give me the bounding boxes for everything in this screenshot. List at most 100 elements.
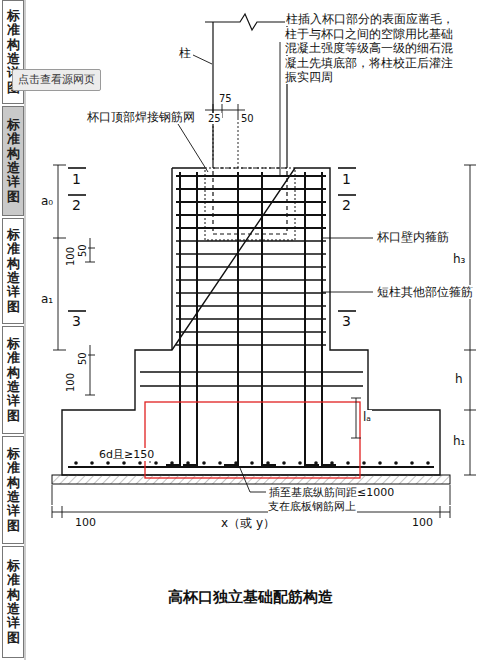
dimension: h₃ <box>452 252 466 266</box>
section-mark: 2 <box>71 197 82 214</box>
mesh-bar <box>410 461 414 465</box>
label-text: 100 <box>74 516 97 529</box>
stirrup <box>176 318 326 319</box>
dimension: 25 <box>207 112 222 125</box>
label-text: 1 <box>341 171 352 187</box>
stirrup <box>176 227 326 229</box>
sidebar-edge <box>25 0 26 660</box>
label-text: 2 <box>71 197 82 213</box>
label-text: h₃ <box>452 252 466 266</box>
tab-label: 标准构造详图 <box>7 337 20 423</box>
stirrup <box>176 201 326 203</box>
stirrup <box>176 253 326 254</box>
label-text: 75 <box>218 93 233 104</box>
label-text: 100 <box>411 516 434 529</box>
stirrup <box>176 279 326 280</box>
pedestal-edge <box>171 168 172 350</box>
label-text: lₐ <box>362 410 372 424</box>
label-text: 杯口顶部焊接钢筋网 <box>86 110 196 124</box>
section-mark: 3 <box>341 313 352 330</box>
label-text: 短柱其他部位箍筋 <box>376 285 474 299</box>
section-mark: 3 <box>71 313 82 330</box>
construction-note: 柱插入杯口部分的表面应凿毛，柱于与杯口之间的空隙用比基础混凝土强度等级高一级的细… <box>285 12 457 85</box>
stirrup <box>176 240 326 241</box>
callout: 短柱其他部位箍筋 <box>376 285 474 299</box>
mesh-bar <box>170 461 174 465</box>
stirrup <box>176 331 326 332</box>
stirrup <box>140 385 363 386</box>
foundation-outline <box>62 168 440 475</box>
label-text: 50 <box>240 113 255 124</box>
label-text: 2 <box>341 197 352 213</box>
button-label: 点击查看源网页 <box>18 73 95 86</box>
mesh-bar <box>138 461 142 465</box>
section-mark: 2 <box>341 197 352 214</box>
label-text: 3 <box>71 313 82 329</box>
mesh-bar <box>154 461 158 465</box>
dimension: x（或 y） <box>220 516 276 530</box>
dimension: 100 <box>74 516 97 530</box>
dimension: h₁ <box>452 434 466 448</box>
dimension: 100 <box>64 246 77 267</box>
dimension: 50 <box>76 243 89 258</box>
sidebar-tab: 标准构造详图 <box>2 218 24 324</box>
bottom-mesh <box>68 466 434 468</box>
tab-label: 标准构造详图 <box>7 118 20 204</box>
label-text: x（或 y） <box>220 516 276 530</box>
mesh-bar <box>282 461 286 465</box>
dimension: a₁ <box>40 292 54 306</box>
stirrup <box>176 344 326 345</box>
label-text: a₀ <box>40 194 54 208</box>
mesh-bar <box>202 461 206 465</box>
mesh-bar <box>106 461 110 465</box>
section-mark: 1 <box>71 171 82 188</box>
drawing-title: 高杯口独立基础配筋构造 <box>0 588 500 607</box>
callout: 杯口壁内箍筋 <box>376 230 450 244</box>
tab-label: 标准构造详图 <box>7 447 20 533</box>
column <box>205 14 295 234</box>
label-text: 100 <box>65 372 76 393</box>
dimension: 100 <box>411 516 434 530</box>
stirrup <box>176 292 326 293</box>
stirrup <box>140 371 363 372</box>
sidebar-tab: 标准构造详图 <box>2 546 24 658</box>
stirrup <box>176 305 326 306</box>
dimension: a₀ <box>40 194 54 208</box>
sidebar-tab: 标准构造详图 <box>2 106 24 216</box>
mesh-bar <box>314 461 318 465</box>
mesh-bar <box>298 461 302 465</box>
mesh-bar <box>330 461 334 465</box>
blinding-layer <box>52 475 450 484</box>
mesh-bar <box>250 461 254 465</box>
mesh-bar <box>74 461 78 465</box>
highlight-box <box>145 402 360 478</box>
hook-length: 6d且≥150 <box>98 448 155 462</box>
mesh-bar <box>378 461 382 465</box>
mesh-bar <box>186 461 190 465</box>
sidebar-tab: 标准构造详图 <box>2 436 24 544</box>
mesh-bar <box>426 461 430 465</box>
sidebar-tab: 标准构造详图 <box>2 326 24 434</box>
label-text: 柱插入杯口部分的表面应凿毛，柱于与杯口之间的空隙用比基础混凝土强度等级高一级的细… <box>285 12 454 84</box>
label-text: 杯口壁内箍筋 <box>376 230 450 244</box>
link-button: 点击查看源网页 <box>12 69 101 91</box>
rebar <box>68 172 434 467</box>
label-text: 柱 <box>178 46 192 60</box>
section-marks <box>68 168 356 311</box>
callout: 插至基底纵筋间距≤1000 支在底板钢筋网上 <box>268 486 398 514</box>
stirrup <box>176 175 326 177</box>
mesh-bar <box>362 461 366 465</box>
section-mark: 1 <box>341 171 352 188</box>
label-text: a₁ <box>40 292 54 306</box>
mesh-bar <box>218 461 222 465</box>
mesh-bar <box>346 461 350 465</box>
dimension: lₐ <box>362 410 372 424</box>
tab-label: 标准构造详图 <box>7 559 20 645</box>
stirrup <box>176 188 326 190</box>
tab-label: 标准构造详图 <box>7 228 20 314</box>
dimension: 50 <box>76 351 89 366</box>
dimension-lines <box>52 104 476 518</box>
column-label: 柱 <box>178 46 192 60</box>
label-text: 6d且≥150 <box>98 448 155 461</box>
